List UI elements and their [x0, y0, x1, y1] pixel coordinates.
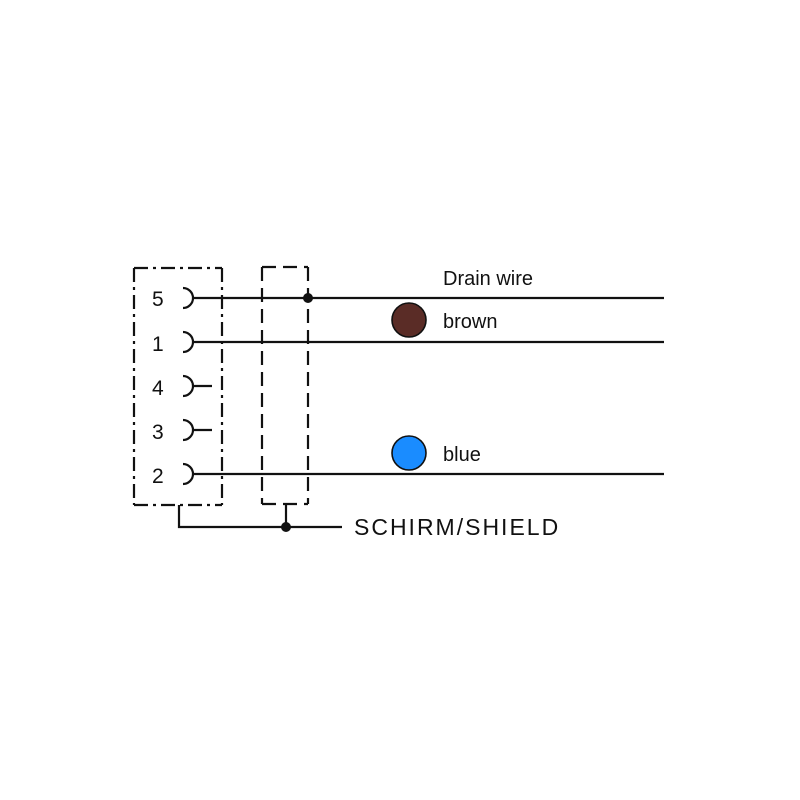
connector-housing: [132, 266, 224, 507]
pin-label-3: 3: [152, 421, 164, 444]
cable-shield-box: [260, 265, 310, 506]
brown-wire-label: brown: [443, 311, 497, 333]
socket-contact-4: [182, 374, 195, 398]
pin-label-2: 2: [152, 465, 164, 488]
pin-label-5: 5: [152, 288, 164, 311]
pin-label-1: 1: [152, 333, 164, 356]
shield-connection-line: [177, 505, 342, 529]
socket-contact-3: [182, 418, 195, 442]
socket-contact-1: [182, 330, 195, 354]
brown-color-swatch: [391, 302, 427, 338]
blue-wire-label: blue: [443, 444, 481, 466]
drain-junction-dot: [303, 293, 313, 303]
socket-contact-2: [182, 462, 195, 486]
pin-label-4: 4: [152, 377, 164, 400]
blue-color-swatch: [391, 435, 427, 471]
socket-contact-5: [182, 286, 195, 310]
shield-label: SCHIRM/SHIELD: [354, 514, 560, 540]
drain-wire-label: Drain wire: [443, 268, 533, 290]
